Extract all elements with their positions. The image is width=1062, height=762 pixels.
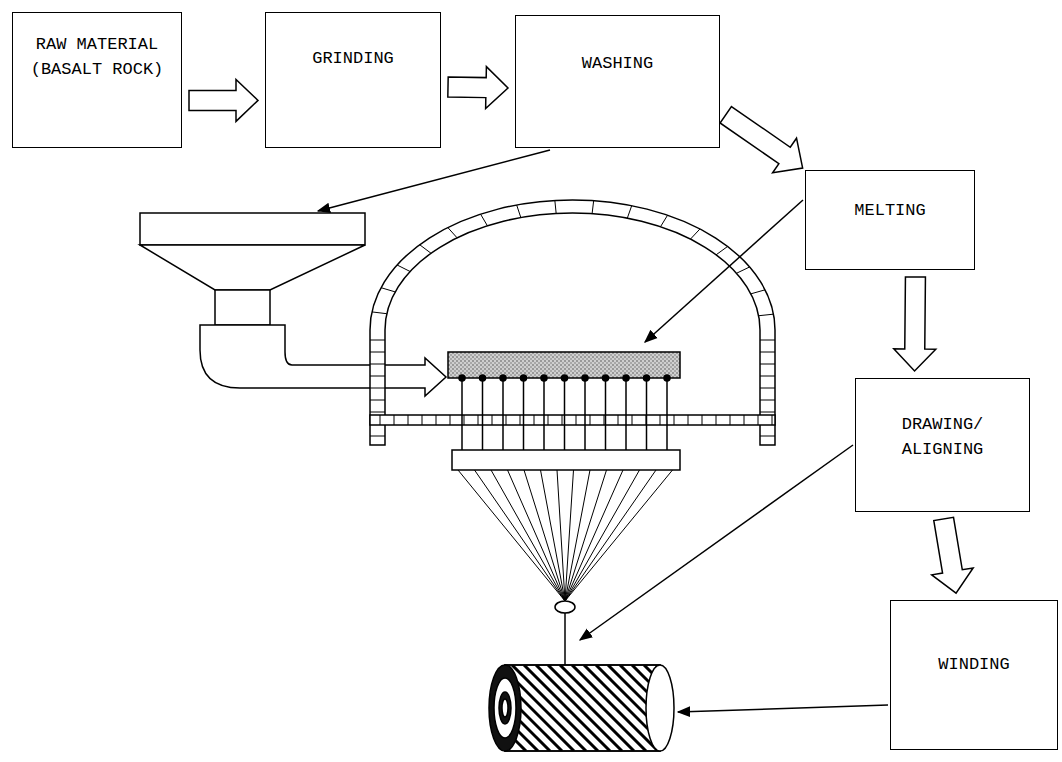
block-arrow — [720, 107, 803, 173]
process-label: WASHING — [582, 52, 653, 77]
process-box: MELTING — [805, 170, 975, 270]
process-label: WINDING — [938, 653, 1009, 678]
process-box: DRAWING/ ALIGNING — [855, 378, 1030, 512]
block-arrow — [894, 277, 936, 371]
furnace — [370, 200, 775, 445]
process-box: WASHING — [515, 15, 720, 148]
block-arrow — [448, 67, 508, 109]
process-box: WINDING — [890, 600, 1058, 750]
process-box: GRINDING — [265, 12, 441, 148]
process-box: RAW MATERIAL (BASALT ROCK) — [12, 12, 182, 148]
process-label: DRAWING/ ALIGNING — [868, 413, 1017, 462]
block-arrow — [189, 79, 258, 121]
leader-lines — [318, 150, 888, 712]
block-arrow — [932, 517, 973, 593]
process-label: MELTING — [854, 199, 925, 224]
hopper — [140, 213, 446, 396]
process-label: RAW MATERIAL (BASALT ROCK) — [25, 33, 169, 82]
process-label: GRINDING — [312, 47, 394, 72]
bushing — [448, 352, 680, 665]
winding-spool — [440, 665, 778, 751]
